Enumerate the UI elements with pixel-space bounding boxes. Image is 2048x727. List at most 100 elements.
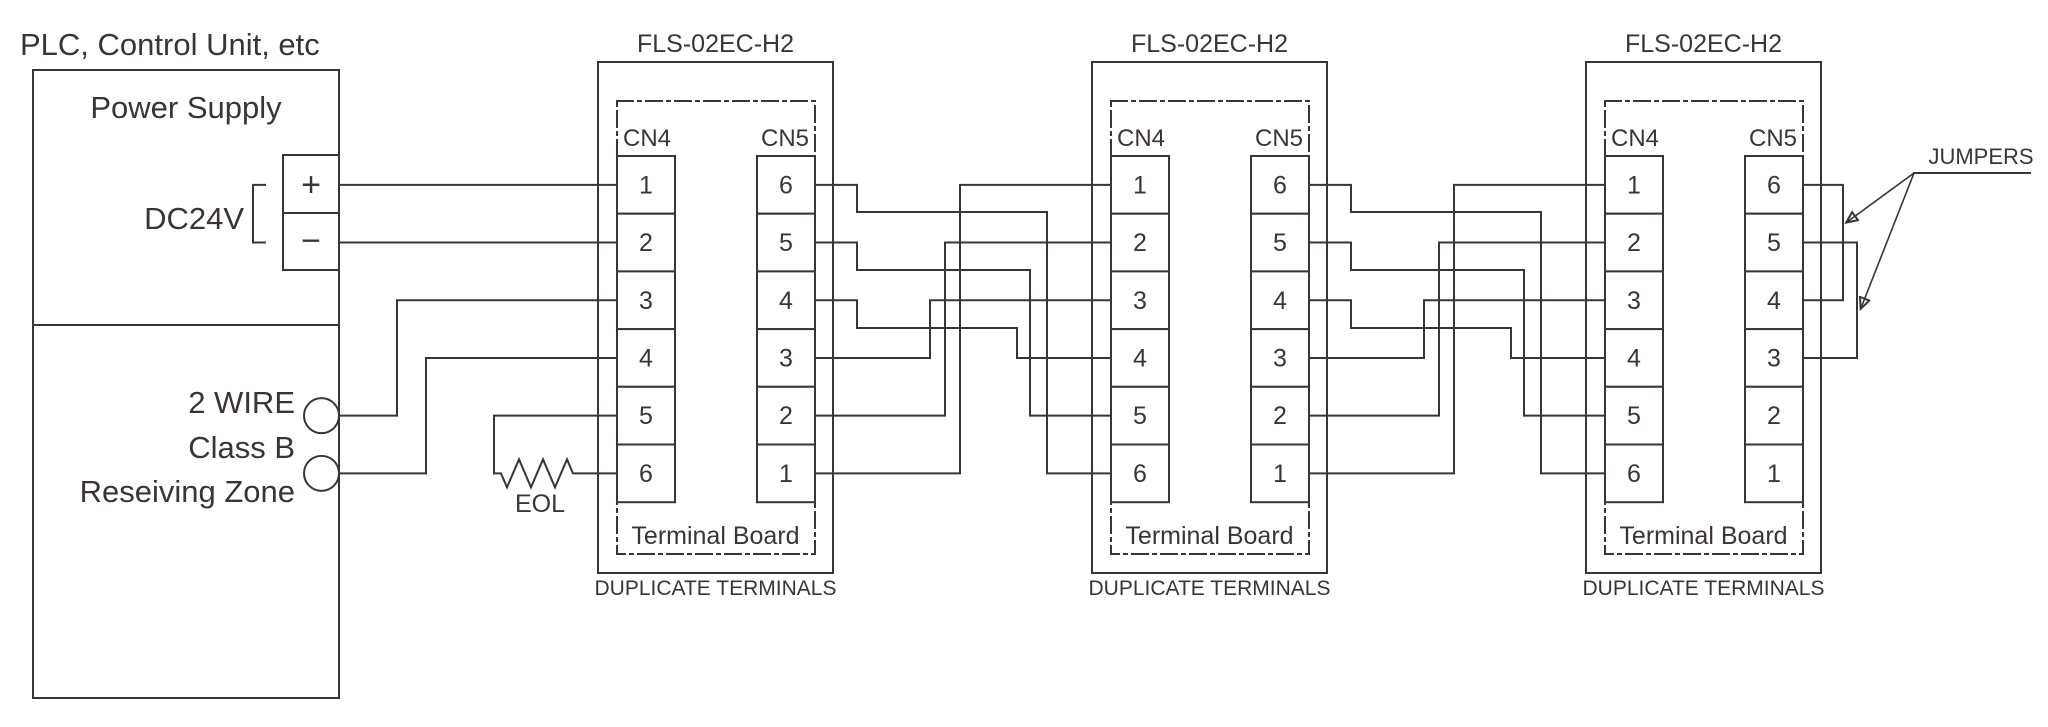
cn5-terminal-cell — [1250, 270, 1310, 331]
cn5-terminal-number: 2 — [779, 402, 793, 430]
cn4-terminal-cell — [616, 212, 676, 273]
cn4-terminal-cell — [1604, 328, 1664, 388]
zone-label-line1: 2 WIRE — [188, 385, 295, 420]
board-model-label: FLS-02EC-H2 — [1131, 30, 1288, 58]
cn5-terminal-cell — [756, 328, 816, 388]
cn5-terminal-cell — [756, 385, 816, 446]
cn5-connector-label: CN5 — [1255, 125, 1303, 152]
cn4-terminal-cell — [1604, 443, 1664, 504]
cn5-terminal-cell — [1250, 443, 1310, 504]
wire-cn5-2-to-cn4-2 — [814, 241, 1112, 417]
zone-label-line2: Class B — [188, 430, 295, 465]
cn5-terminal-number: 6 — [779, 171, 793, 199]
cn4-terminal-cell — [1110, 328, 1170, 388]
cn4-terminal-cell — [1110, 443, 1170, 504]
cn4-terminal-cell — [1110, 385, 1170, 446]
wire-cn5-6-to-cn4-6 — [1308, 183, 1606, 475]
cn5-terminal-number: 3 — [1767, 344, 1781, 372]
board-outer-box — [1091, 61, 1328, 574]
wire-cn5-5-to-cn4-5 — [814, 241, 1112, 417]
cn5-terminal-cell — [1250, 385, 1310, 446]
cn5-terminal-number: 6 — [1273, 171, 1287, 199]
cn5-terminal-cell — [1744, 212, 1804, 273]
cn4-terminal-number: 1 — [1627, 171, 1641, 199]
cn4-terminal-number: 5 — [639, 402, 653, 430]
cn4-terminal-cell — [616, 270, 676, 331]
wire-eol-lead — [493, 414, 618, 475]
wire-cn5-4-to-cn4-4 — [814, 299, 1112, 359]
terminal-board-label: Terminal Board — [1125, 522, 1293, 550]
cn4-terminal-number: 6 — [639, 460, 653, 488]
jumpers-callout: JUMPERS — [1847, 144, 2034, 308]
cn4-terminal-cell — [616, 328, 676, 388]
cn4-terminal-number: 2 — [1133, 229, 1147, 257]
cn5-connector-label: CN5 — [761, 125, 809, 152]
terminal-board-label: Terminal Board — [1619, 522, 1787, 550]
wire-cn5-1-to-cn4-1 — [1308, 183, 1606, 475]
cn5-terminal-number: 3 — [1273, 344, 1287, 372]
cn5-terminal-cell — [1250, 155, 1310, 215]
duplicate-terminals-caption: DUPLICATE TERMINALS — [1583, 577, 1825, 600]
cn4-terminal-number: 6 — [1627, 460, 1641, 488]
cn5-terminal-cell — [1744, 328, 1804, 388]
cn4-connector-label: CN4 — [623, 125, 671, 152]
wire-cn5-1-to-cn4-1 — [814, 183, 1112, 475]
wire-cn5-2-to-cn4-2 — [1308, 241, 1606, 417]
zone-terminal-b — [303, 454, 340, 492]
cn5-terminal-number: 4 — [1273, 287, 1287, 315]
cn4-terminal-cell — [1604, 385, 1664, 446]
cn4-terminal-number: 4 — [1133, 344, 1147, 372]
cn5-connector-label: CN5 — [1749, 125, 1797, 152]
cn5-terminal-number: 1 — [779, 460, 793, 488]
jumpers-label: JUMPERS — [1928, 144, 2033, 169]
cn4-connector-label: CN4 — [1611, 125, 1659, 152]
cn5-terminal-cell — [1744, 443, 1804, 504]
cn5-terminal-number: 5 — [779, 229, 793, 257]
plc-box — [32, 69, 340, 699]
wire-cn5-5-to-cn4-5 — [1308, 241, 1606, 417]
cn4-terminal-number: 2 — [1627, 229, 1641, 257]
plc-title: PLC, Control Unit, etc — [20, 27, 320, 62]
wires-layer — [338, 183, 1858, 490]
cn4-terminal-cell — [616, 443, 676, 504]
zone-label-line3: Reseiving Zone — [80, 474, 295, 509]
wire-zone-a-to-cn4-3 — [338, 299, 618, 417]
cn4-terminal-number: 5 — [1133, 402, 1147, 430]
cn5-terminal-cell — [1744, 155, 1804, 215]
cn5-terminal-cell — [1250, 328, 1310, 388]
minus-terminal-label: − — [301, 222, 321, 260]
cn4-terminal-number: 2 — [639, 229, 653, 257]
cn4-terminal-number: 6 — [1133, 460, 1147, 488]
cn4-terminal-number: 4 — [639, 344, 653, 372]
duplicate-terminals-caption: DUPLICATE TERMINALS — [1089, 577, 1331, 600]
cn4-terminal-cell — [1110, 212, 1170, 273]
wire-cn5-4-to-cn4-4 — [1308, 299, 1606, 359]
cn4-terminal-cell — [1604, 212, 1664, 273]
cn5-terminal-cell — [756, 155, 816, 215]
cn4-terminal-cell — [1110, 155, 1170, 215]
cn4-terminal-cell — [1604, 155, 1664, 215]
cn4-terminal-cell — [616, 385, 676, 446]
wire-cn5-6-to-cn4-6 — [814, 183, 1112, 475]
cn5-terminal-number: 5 — [1767, 229, 1781, 257]
dc24v-bracket — [252, 183, 266, 244]
jumpers-arrow-1 — [1847, 171, 1916, 222]
cn5-terminal-cell — [756, 270, 816, 331]
cn5-terminal-number: 4 — [1767, 287, 1781, 315]
cn5-terminal-number: 6 — [1767, 171, 1781, 199]
cn5-terminal-cell — [1250, 212, 1310, 273]
cn4-terminal-number: 3 — [639, 287, 653, 315]
cn4-terminal-number: 1 — [1133, 171, 1147, 199]
cn5-terminal-number: 1 — [1767, 460, 1781, 488]
cn4-terminal-number: 3 — [1627, 287, 1641, 315]
cn4-terminal-number: 3 — [1133, 287, 1147, 315]
cn5-terminal-number: 2 — [1767, 402, 1781, 430]
dc24v-label: DC24V — [144, 201, 244, 236]
terminal-board-label: Terminal Board — [631, 522, 799, 550]
